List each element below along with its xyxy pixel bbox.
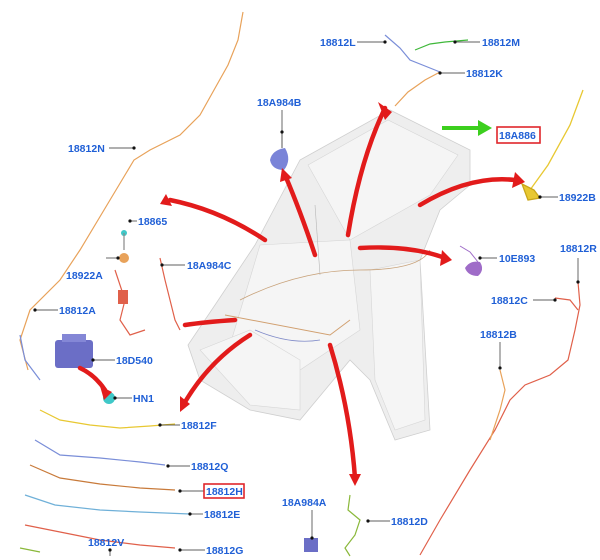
arrow-to-18A886	[417, 177, 518, 208]
harness-18D540-module	[55, 334, 93, 368]
arrow-to-18A984B	[282, 172, 318, 258]
arrow-to-HN1	[77, 365, 108, 393]
arrow-to-10E893	[357, 245, 448, 261]
label-18812A[interactable]: 18812A	[59, 305, 96, 317]
arrow-to-18812F	[182, 332, 253, 405]
harness-18A984B	[270, 132, 289, 170]
arrowhead	[100, 386, 112, 400]
arrowhead	[440, 250, 452, 266]
harness-18A984A	[304, 538, 318, 552]
label-18812E[interactable]: 18812E	[204, 509, 240, 521]
label-18A886[interactable]: 18A886	[499, 130, 536, 142]
label-18812H[interactable]: 18812H	[206, 486, 243, 498]
label-18812V[interactable]: 18812V	[88, 537, 124, 549]
label-18922B[interactable]: 18922B	[559, 192, 596, 204]
label-18812N[interactable]: 18812N	[68, 143, 105, 155]
label-18D540[interactable]: 18D540	[116, 355, 153, 367]
arrowhead	[180, 396, 190, 412]
harness-18812G	[24, 524, 176, 549]
harness-18812F	[39, 409, 176, 429]
harness-18812L-M-K	[384, 34, 469, 107]
arrowhead	[160, 194, 172, 206]
harness-18812Q	[34, 439, 166, 466]
arrow-to-18922A	[182, 317, 238, 328]
label-18812K[interactable]: 18812K	[466, 68, 503, 80]
harness-18865-18922A-18A984C	[114, 230, 181, 336]
label-18812F[interactable]: 18812F	[181, 420, 217, 432]
label-18A984A[interactable]: 18A984A	[282, 497, 327, 509]
label-18A984B[interactable]: 18A984B	[257, 97, 302, 109]
label-18812L[interactable]: 18812L	[320, 37, 356, 49]
arrow-to-18812D	[327, 342, 358, 481]
label-18922A[interactable]: 18922A	[66, 270, 103, 282]
leader-lines	[33, 40, 580, 556]
label-18812R[interactable]: 18812R	[560, 243, 597, 255]
label-18A984C[interactable]: 18A984C	[187, 260, 232, 272]
label-10E893[interactable]: 10E893	[499, 253, 535, 265]
label-18812D[interactable]: 18812D	[391, 516, 428, 528]
label-18812M[interactable]: 18812M	[482, 37, 520, 49]
arrowhead	[378, 102, 392, 120]
highlight-box-18A886	[496, 126, 541, 144]
label-18812C[interactable]: 18812C	[491, 295, 528, 307]
harness-18812E	[24, 494, 191, 515]
green-pointer-arrow	[442, 120, 492, 136]
harness-10E893	[459, 245, 483, 276]
arrowhead	[512, 172, 525, 188]
vehicle-body-ghost	[187, 109, 471, 441]
label-18812Q[interactable]: 18812Q	[191, 461, 228, 473]
label-18812B[interactable]: 18812B	[480, 329, 517, 341]
harness-18812N	[19, 11, 244, 381]
label-18812G[interactable]: 18812G	[206, 545, 243, 557]
harness-18812V	[19, 547, 41, 553]
arrowhead	[280, 168, 292, 182]
label-18865[interactable]: 18865	[138, 216, 167, 228]
callout-arrows	[77, 102, 525, 486]
harness-18812R-C-B	[419, 281, 581, 556]
harness-18812D	[344, 494, 361, 557]
part-labels: 18812L 18812M 18812K 18A984B 18A886 1881…	[59, 37, 597, 557]
highlight-box-18812H	[203, 483, 245, 499]
harness-18812H	[29, 464, 176, 491]
arrow-to-18812K	[345, 105, 388, 238]
arrowhead	[349, 474, 361, 486]
label-HN1[interactable]: HN1	[133, 393, 154, 405]
arrow-to-18A984C	[167, 197, 268, 243]
harness-18A886-antenna	[520, 89, 584, 201]
